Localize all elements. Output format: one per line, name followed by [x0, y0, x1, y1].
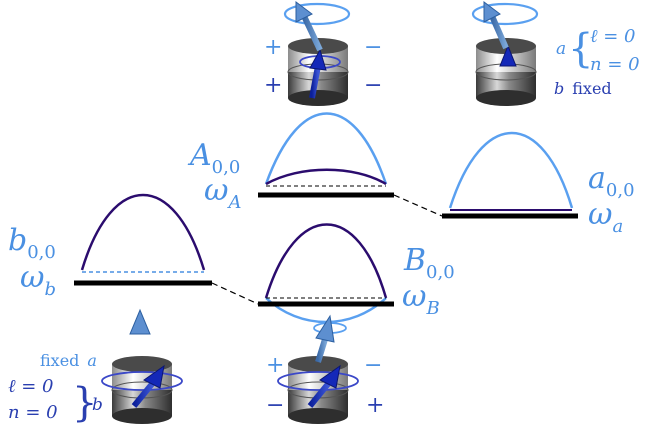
curve-dark [265, 168, 387, 186]
spin-arrow-light [129, 308, 151, 335]
precession-orbit-lower [277, 371, 359, 391]
curve-dark [80, 194, 206, 271]
magnet-pair-bottom-left: fixed a ℓ = 0 n = 0 } b [8, 308, 183, 426]
l-equals-zero: ℓ = 0 [590, 26, 635, 47]
n-equals-zero: n = 0 [8, 402, 58, 423]
magnet-pair-bottom-center: + − − + [266, 314, 384, 424]
n-equals-zero: n = 0 [590, 54, 640, 75]
spin-arrow-dark [319, 364, 341, 389]
spin-arrow-dark [143, 364, 165, 389]
spin-arrow-light [295, 1, 313, 23]
spin-arrow-dark [499, 44, 517, 67]
curve-light [448, 132, 574, 209]
level-b: b0,0 ωb [8, 194, 212, 300]
l-equals-zero: ℓ = 0 [8, 376, 53, 397]
spin-arrow-light [315, 314, 335, 343]
precession-orbit-upper [471, 2, 539, 26]
level-A: A0,0 ωA [187, 112, 394, 213]
level-frequency: ωA [204, 173, 241, 213]
brace: { [568, 26, 593, 72]
label-b: b [92, 395, 103, 415]
sign-minus: − [364, 73, 382, 98]
spin-arrow-dark [309, 48, 327, 71]
magnet-pair-top-left: + − + − [264, 1, 382, 106]
magnet-pair-top-right: a { ℓ = 0 n = 0 b fixed [471, 1, 640, 106]
label-fixed-a: fixed a [40, 351, 97, 370]
sign-plus: + [266, 353, 284, 378]
curve-light [264, 112, 388, 185]
precession-orbit-upper [283, 2, 351, 26]
brace: } [72, 380, 97, 426]
level-B: B0,0 ωB [258, 223, 455, 324]
spin-arrow-light [483, 1, 501, 23]
level-frequency: ωa [588, 197, 623, 237]
sign-minus: − [364, 35, 382, 60]
level-a: a0,0 ωa [442, 132, 635, 237]
label-b-fixed: b fixed [554, 79, 612, 98]
level-label: B0,0 [403, 243, 455, 283]
precession-orbit [101, 371, 183, 391]
curve-dark [264, 223, 388, 299]
sign-plus: + [264, 73, 282, 98]
level-frequency: ωB [402, 279, 440, 319]
level-label: A0,0 [187, 138, 240, 178]
label-a: a [556, 39, 566, 59]
connector-b-B [211, 282, 259, 305]
sign-plus: + [366, 393, 384, 418]
sign-plus: + [264, 35, 282, 60]
level-label: a0,0 [588, 161, 635, 201]
connector-A-a [393, 194, 443, 217]
level-label: b0,0 [8, 223, 56, 263]
sign-minus: − [364, 353, 382, 378]
level-frequency: ωb [20, 260, 56, 300]
sign-minus: − [266, 393, 284, 418]
